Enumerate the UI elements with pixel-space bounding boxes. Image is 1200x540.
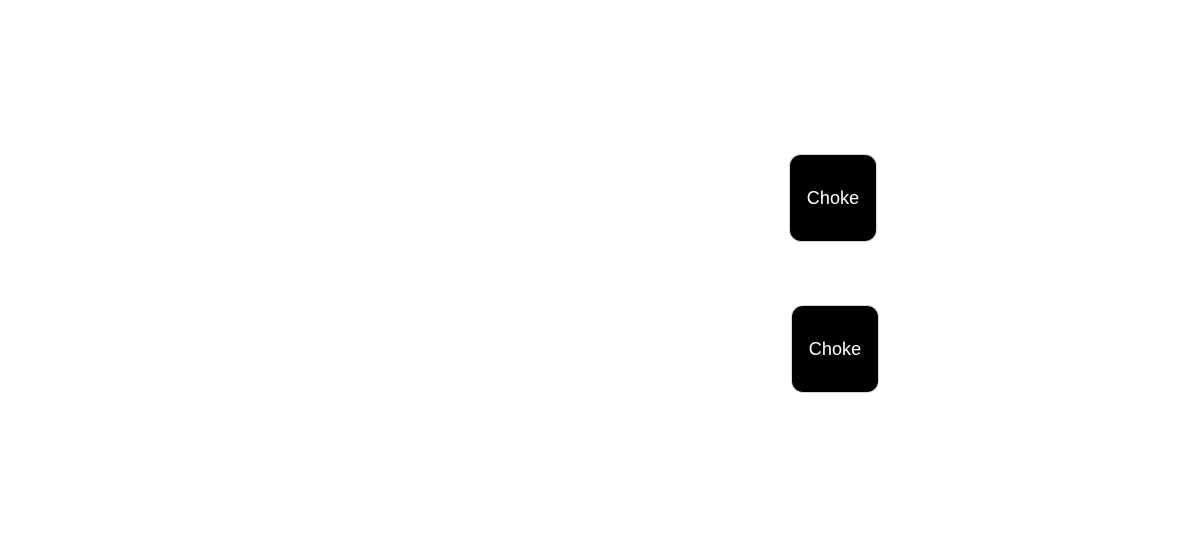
choke-button[interactable]: Choke [789, 154, 877, 242]
choke-button-secondary[interactable]: Choke [791, 305, 879, 393]
